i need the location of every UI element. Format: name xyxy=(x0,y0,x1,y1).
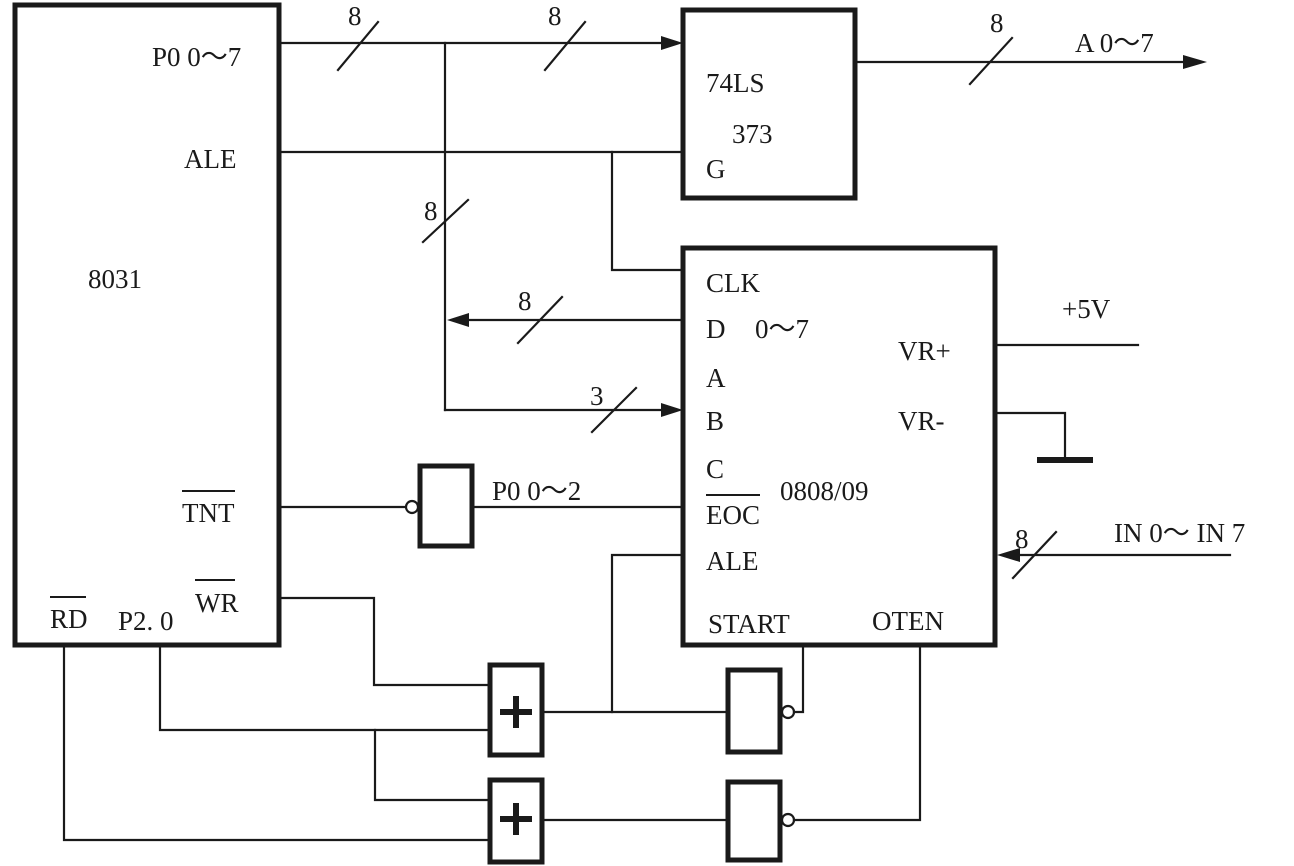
adc-address-arrowhead xyxy=(661,403,683,417)
clk-line xyxy=(610,150,685,272)
bus-width-addr: 3 xyxy=(590,381,604,411)
cpu-wr-label: WR xyxy=(195,588,239,618)
cpu-8031-box xyxy=(12,2,282,648)
cpu-p0-label: P0 0～7 xyxy=(152,42,241,72)
adc-c-label: C xyxy=(706,454,724,484)
bus-slash-addr xyxy=(590,386,638,434)
adc-clk-label: CLK xyxy=(706,268,761,298)
wr-line xyxy=(277,596,492,687)
int-inverter-gate xyxy=(417,463,475,549)
oten-inverter-gate xyxy=(725,779,783,863)
start-line xyxy=(792,643,805,714)
bus-slash-data-back xyxy=(516,295,564,345)
adc-eoc-label: EOC xyxy=(706,500,760,530)
data-return-arrowhead xyxy=(447,313,469,327)
adc-a-label: A xyxy=(706,363,726,393)
adc-start-label: START xyxy=(708,609,790,639)
vref-minus-line xyxy=(993,411,1067,462)
adc-vrminus-label: VR- xyxy=(898,406,945,436)
bus-width-analog: 8 xyxy=(1015,524,1029,554)
bus-width-data-back: 8 xyxy=(518,286,532,316)
adc-oten-label: OTEN xyxy=(872,606,944,636)
cpu-name-label: 8031 xyxy=(88,264,142,294)
oten-inverter-bubble xyxy=(780,812,796,828)
adc-b-label: B xyxy=(706,406,724,436)
bus-width-p0-left: 8 xyxy=(348,1,362,31)
bus-width-vertical: 8 xyxy=(424,196,438,226)
adc-name-label: 0808/09 xyxy=(780,476,869,506)
latch-name-line1: 74LS xyxy=(706,68,765,98)
cpu-ale-label: ALE xyxy=(184,144,236,174)
bus-slash-p0-left xyxy=(336,20,380,72)
adc-vrplus-label: VR+ xyxy=(898,336,951,366)
cpu-rd-label: RD xyxy=(50,604,88,634)
start-inverter-bubble xyxy=(780,704,796,720)
latch-74ls373-box xyxy=(680,7,858,201)
adc-ale-label: ALE xyxy=(706,546,758,576)
p20-branch-line xyxy=(373,728,492,802)
cpu-p20-label: P2. 0 xyxy=(118,606,174,636)
start-inverter-gate xyxy=(725,667,783,755)
adc-d-label: D xyxy=(706,314,726,344)
adc-d-range-label: 0～7 xyxy=(755,314,809,344)
address-output-arrowhead xyxy=(1183,55,1207,69)
bus-slash-analog xyxy=(1011,530,1058,580)
bus-width-latch-out: 8 xyxy=(990,8,1004,38)
bus-slash-latch-out xyxy=(968,36,1014,86)
bus-width-p0-right: 8 xyxy=(548,1,562,31)
addr-select-label: P0 0～2 xyxy=(492,476,581,506)
address-output-label: A 0～7 xyxy=(1075,28,1154,58)
cpu-int-label: TNT xyxy=(182,498,235,528)
analog-input-label: IN 0～ IN 7 xyxy=(1114,518,1245,548)
p20-line xyxy=(158,643,492,732)
analog-input-arrowhead xyxy=(997,548,1020,562)
adc-ale-line xyxy=(610,553,685,714)
oten-line xyxy=(792,643,922,822)
int-inverter-bubble xyxy=(404,499,420,515)
latch-input-arrowhead xyxy=(661,36,683,50)
vcc-label: +5V xyxy=(1062,294,1111,324)
bus-slash-p0-right xyxy=(543,20,587,72)
rd-line xyxy=(62,643,492,842)
adc-0808-box xyxy=(680,245,998,648)
latch-g-label: G xyxy=(706,154,726,184)
latch-name-line2: 373 xyxy=(732,119,773,149)
bus-slash-vertical xyxy=(421,198,470,244)
